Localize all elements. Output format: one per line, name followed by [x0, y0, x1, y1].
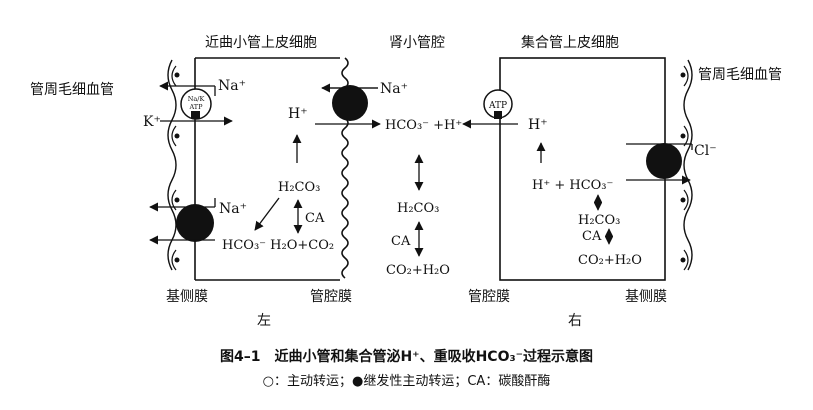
na-h-exchanger — [332, 85, 368, 121]
luminal-left-label: 管腔膜 — [310, 289, 352, 305]
collecting-cell-label: 集合管上皮细胞 — [521, 34, 619, 51]
na-hco3-cotransporter — [176, 204, 214, 242]
capillary-left — [167, 59, 180, 271]
svg-text:Na/K: Na/K — [188, 95, 205, 103]
figure-legend: ○：主动转运；●继发性主动转运；CA：碳酸酐酶 — [262, 374, 551, 389]
basolateral-right-label: 基侧膜 — [625, 288, 667, 305]
ca-lumen-label: CA — [391, 234, 411, 249]
capillary-right — [680, 59, 693, 271]
h-atpase-pump: ATP — [483, 89, 513, 119]
na-lumen-label: Na⁺ — [380, 81, 408, 97]
products-left-label: HCO₃⁻ H₂O+CO₂ — [222, 238, 334, 253]
capillary-left-label: 管周毛细血管 — [30, 82, 114, 98]
svg-text:ATP: ATP — [488, 101, 507, 111]
panel-right-label: 右 — [568, 313, 582, 329]
na-bottom-label: Na⁺ — [219, 201, 247, 217]
cl-label: Cl⁻ — [694, 143, 717, 159]
h-hco3-right-label: H⁺ + HCO₃⁻ — [532, 178, 613, 193]
h-label: H⁺ — [288, 106, 308, 122]
ca-left-label: CA — [305, 211, 325, 226]
k-label: K⁺ — [143, 114, 161, 130]
co2-h2o-lumen-label: CO₂+H₂O — [386, 263, 450, 278]
panel-left-label: 左 — [257, 313, 271, 329]
luminal-right-label: 管腔膜 — [468, 289, 510, 305]
h-right-label: H⁺ — [528, 117, 548, 133]
figure-caption: 图4–1 近曲小管和集合管泌H⁺、重吸收HCO₃⁻过程示意图 — [219, 349, 593, 365]
na-top-label: Na⁺ — [218, 78, 246, 94]
lumen-label: 肾小管腔 — [389, 35, 445, 51]
collecting-duct-cell — [499, 57, 666, 281]
cl-hco3-exchanger — [646, 143, 682, 179]
capillary-right-label: 管周毛细血管 — [698, 67, 782, 83]
proximal-cell-label: 近曲小管上皮细胞 — [205, 35, 317, 51]
h2co3-lumen-label: H₂CO₃ — [397, 201, 439, 216]
basolateral-left-label: 基侧膜 — [166, 288, 208, 305]
hco3-h-lumen-label: HCO₃⁻ +H⁺ — [385, 118, 462, 133]
ca-right-label: CA — [582, 229, 602, 244]
co2-h2o-right-label: CO₂+H₂O — [578, 253, 642, 268]
svg-text:ATP: ATP — [188, 103, 203, 111]
na-k-atpase-pump: Na/K ATP — [180, 88, 212, 120]
h2co3-left-label: H₂CO₃ — [278, 180, 320, 195]
h2co3-right-label: H₂CO₃ — [578, 213, 620, 228]
